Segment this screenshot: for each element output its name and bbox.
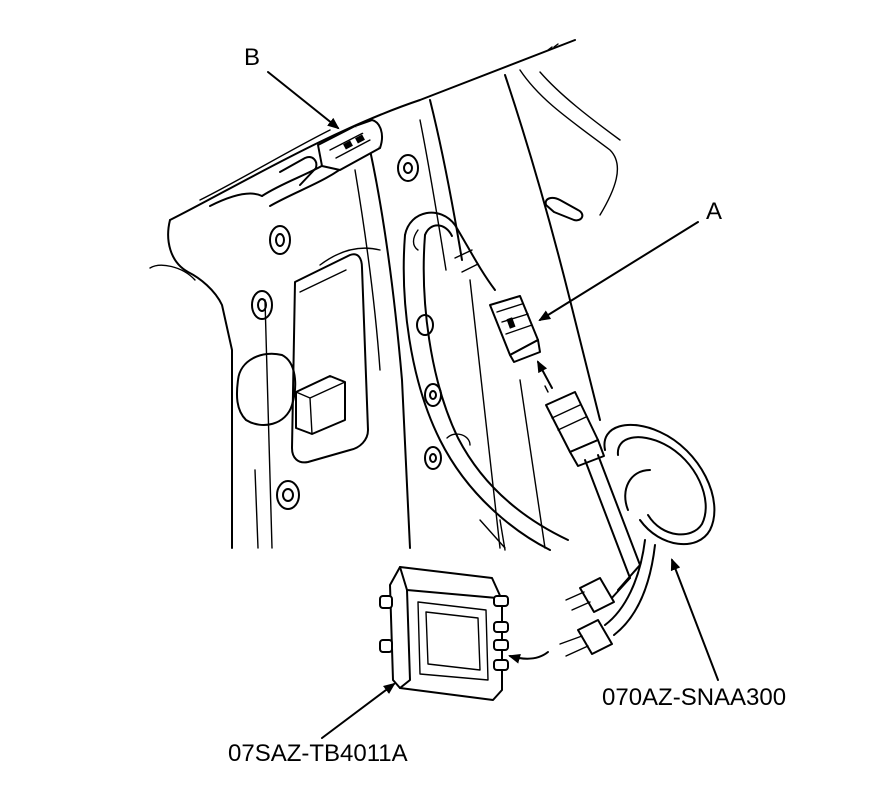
panel-holes [251,154,442,510]
connector-b [317,119,383,171]
callout-a-label: A [706,198,723,225]
body-panel [149,39,621,549]
callout-b-label: B [244,44,261,71]
harness-part-number: 070AZ-SNAA300 [602,684,787,711]
test-harness [545,391,716,657]
leader-lines [267,71,719,739]
connector-a [489,295,541,363]
module-part-number: 07SAZ-TB4011A [228,740,408,767]
simulator-box [379,566,509,701]
box-sockets [379,595,509,671]
